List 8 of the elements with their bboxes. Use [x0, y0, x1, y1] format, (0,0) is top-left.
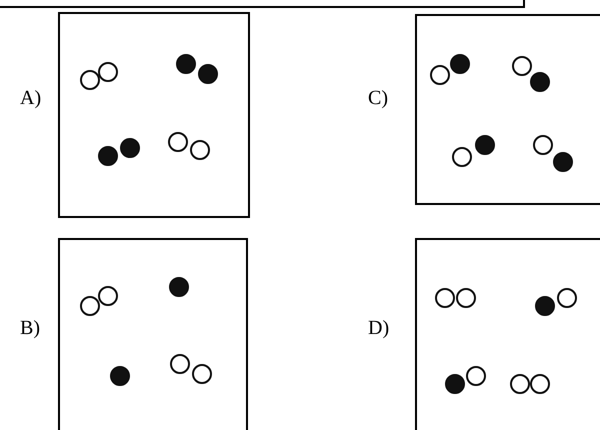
option-label: B) — [20, 318, 40, 338]
particle-box — [415, 14, 600, 205]
particle-box — [415, 238, 600, 430]
particle-box — [58, 238, 248, 430]
particle-box — [58, 12, 250, 218]
option-label: D) — [368, 318, 390, 338]
option-label: A) — [20, 88, 42, 108]
option-label: C) — [368, 88, 388, 108]
